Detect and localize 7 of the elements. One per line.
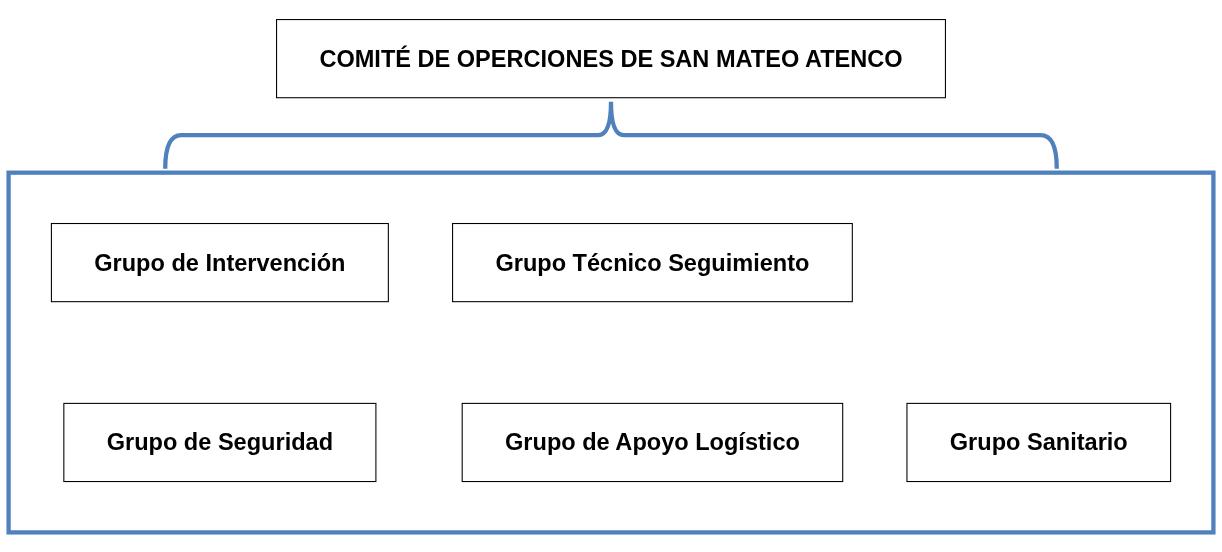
node-box: Grupo Sanitario xyxy=(906,402,1172,483)
node-box: COMITÉ DE OPERCIONES DE SAN MATEO ATENCO xyxy=(276,19,946,99)
node-box: Grupo de Apoyo Logístico xyxy=(461,402,844,483)
node-box: Grupo de Intervención xyxy=(50,223,389,303)
cluster xyxy=(6,170,1216,535)
node-box: Grupo Técnico Seguimiento xyxy=(452,223,853,303)
node-box: Grupo de Seguridad xyxy=(63,402,377,483)
